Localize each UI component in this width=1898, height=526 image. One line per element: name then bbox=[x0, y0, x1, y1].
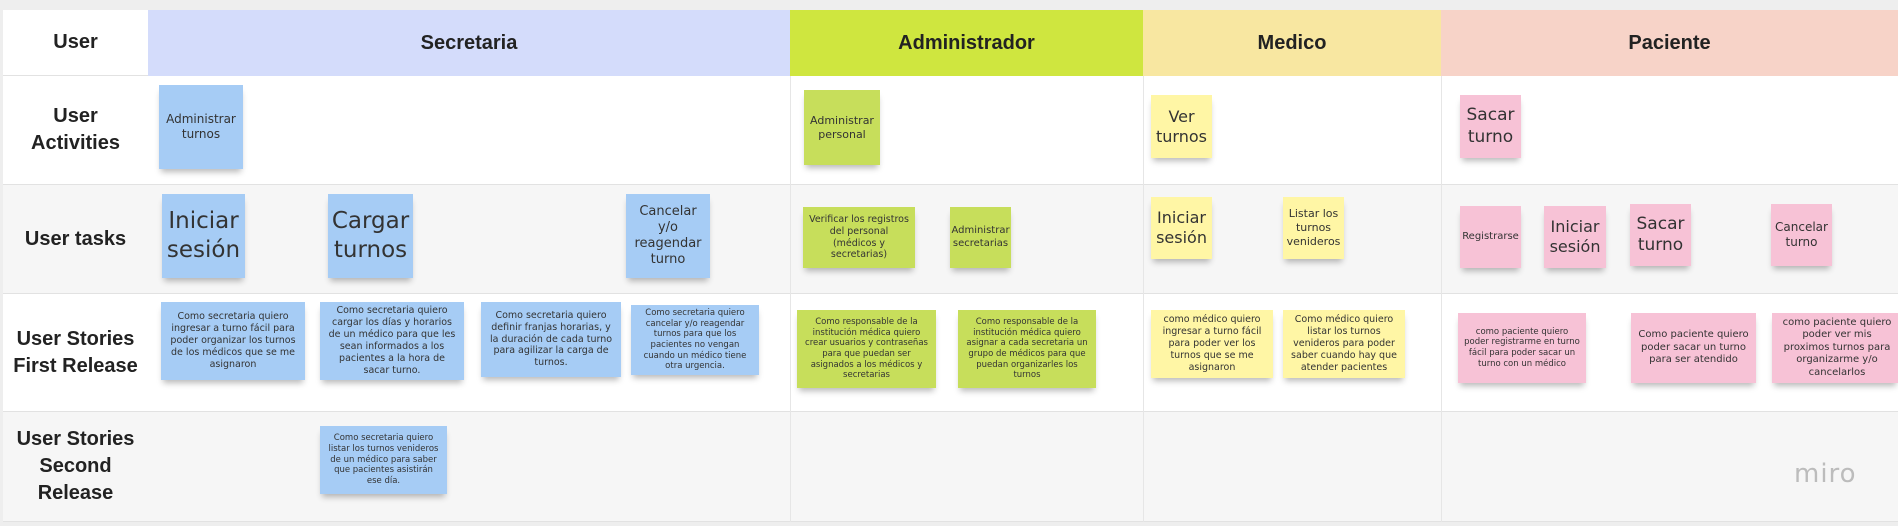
header-medico: Medico bbox=[1143, 10, 1441, 76]
sticky-cargar-turnos[interactable]: Cargar turnos bbox=[328, 194, 413, 278]
header-administrador: Administrador bbox=[790, 10, 1143, 76]
row-label-tasks: User tasks bbox=[3, 185, 148, 294]
miro-logo: miro bbox=[1794, 459, 1857, 489]
column-divider bbox=[790, 76, 791, 522]
header-user: User bbox=[3, 10, 148, 76]
band-activities bbox=[148, 76, 1898, 185]
sticky-story-med-listar[interactable]: Como médico quiero listar los turnos ven… bbox=[1283, 310, 1405, 378]
row-label-activities: User Activities bbox=[3, 76, 148, 185]
sticky-cancelar-reagendar-turno[interactable]: Cancelar y/o reagendar turno bbox=[626, 194, 710, 278]
sticky-sacar-turno-task[interactable]: Sacar turno bbox=[1630, 204, 1691, 266]
header-secretaria: Secretaria bbox=[148, 10, 790, 76]
sticky-sacar-turno-activity[interactable]: Sacar turno bbox=[1460, 95, 1521, 158]
sticky-cancelar-turno[interactable]: Cancelar turno bbox=[1771, 204, 1832, 266]
sticky-story-med-ingresar[interactable]: como médico quiero ingresar a turno fáci… bbox=[1151, 310, 1273, 378]
sticky-iniciar-sesion-medico[interactable]: Iniciar sesión bbox=[1151, 197, 1212, 259]
sticky-registrarse[interactable]: Registrarse bbox=[1460, 206, 1521, 268]
sticky-iniciar-sesion-paciente[interactable]: Iniciar sesión bbox=[1544, 206, 1606, 268]
sticky-story-sec-cargar[interactable]: Como secretaria quiero cargar los días y… bbox=[320, 302, 464, 380]
sticky-story-pac-registrarse[interactable]: como paciente quiero poder registrarme e… bbox=[1458, 313, 1586, 383]
sticky-administrar-turnos[interactable]: Administrar turnos bbox=[159, 85, 243, 169]
sticky-verificar-registros[interactable]: Verificar los registros del personal (mé… bbox=[803, 207, 915, 268]
row-label-second-release: User Stories Second Release bbox=[3, 412, 148, 522]
sticky-story-sec-cancelar[interactable]: Como secretaria quiero cancelar y/o reag… bbox=[631, 305, 759, 375]
sticky-administrar-secretarias[interactable]: Administrar secretarias bbox=[950, 207, 1011, 268]
column-divider bbox=[1441, 76, 1442, 522]
sticky-story-adm-asignar[interactable]: Como responsable de la institución médic… bbox=[958, 310, 1096, 388]
sticky-story-pac-proximos[interactable]: como paciente quiero poder ver mis proxi… bbox=[1772, 313, 1898, 383]
sticky-story-sec-listar[interactable]: Como secretaria quiero listar los turnos… bbox=[320, 426, 447, 494]
header-paciente: Paciente bbox=[1441, 10, 1898, 76]
sticky-story-adm-usuarios[interactable]: Como responsable de la institución médic… bbox=[797, 310, 936, 388]
sticky-story-sec-ingresar[interactable]: Como secretaria quiero ingresar a turno … bbox=[161, 302, 305, 380]
sticky-iniciar-sesion-secretaria[interactable]: Iniciar sesión bbox=[162, 194, 245, 278]
row-label-first-release: User Stories First Release bbox=[3, 294, 148, 412]
sticky-story-sec-franjas[interactable]: Como secretaria quiero definir franjas h… bbox=[481, 302, 621, 377]
sticky-story-pac-sacar[interactable]: Como paciente quiero poder sacar un turn… bbox=[1631, 313, 1756, 383]
sticky-administrar-personal[interactable]: Administrar personal bbox=[804, 90, 880, 165]
band-tasks bbox=[148, 185, 1898, 294]
column-divider bbox=[1143, 76, 1144, 522]
sticky-listar-turnos-venideros[interactable]: Listar los turnos venideros bbox=[1283, 197, 1344, 259]
sticky-ver-turnos[interactable]: Ver turnos bbox=[1151, 95, 1212, 158]
